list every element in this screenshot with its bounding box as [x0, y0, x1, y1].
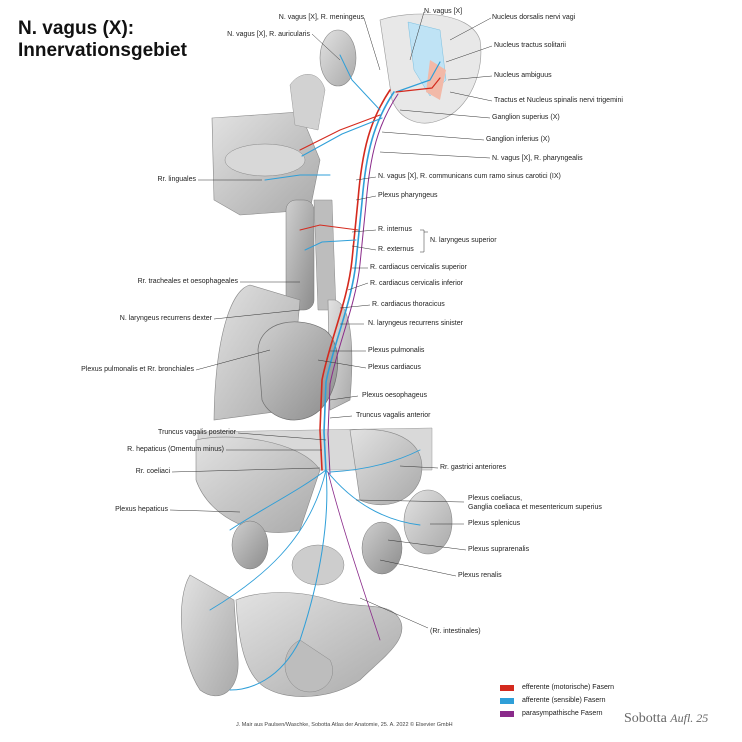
title-line-2: Innervationsgebiet	[18, 40, 187, 61]
label-plexus-renalis: Plexus renalis	[458, 572, 502, 579]
label-r-externus: R. externus	[378, 246, 414, 253]
label-r-auricularis: N. vagus [X], R. auricularis	[227, 31, 310, 38]
brainstem	[379, 13, 482, 124]
label-rr-coeliaci: Rr. coeliaci	[135, 468, 170, 475]
legend-swatch-efferent	[500, 685, 514, 691]
legend-swatch-afferent	[500, 698, 514, 704]
legend-swatch-parasympathetic	[500, 711, 514, 717]
label-plexus-pulmonalis: Plexus pulmonalis	[368, 347, 425, 354]
label-rr-linguales: Rr. linguales	[157, 176, 196, 183]
neck	[285, 199, 337, 311]
label-r-hepaticus: R. hepaticus (Omentum minus)	[127, 446, 224, 453]
label-rr-gastrici: Rr. gastrici anteriores	[440, 464, 507, 471]
label-truncus-anterior: Truncus vagalis anterior	[356, 412, 431, 419]
label-r-pharyngealis: N. vagus [X], R. pharyngealis	[492, 155, 583, 162]
label-tractus-trigemini: Tractus et Nucleus spinalis nervi trigem…	[494, 97, 623, 104]
label-rr-tracheales: Rr. tracheales et oesophageales	[137, 278, 238, 285]
label-card-cerv-inf: R. cardiacus cervicalis inferior	[370, 280, 463, 287]
label-recurrens-dexter: N. laryngeus recurrens dexter	[119, 315, 212, 322]
label-nucleus-dorsalis: Nucleus dorsalis nervi vagi	[492, 14, 576, 21]
label-r-meningeus: N. vagus [X], R. meningeus	[278, 14, 364, 21]
head	[211, 74, 326, 216]
abdomen-mid	[231, 520, 403, 586]
label-plexus-oesophageus: Plexus oesophageus	[362, 392, 427, 399]
label-plexus-cardiacus: Plexus cardiacus	[368, 364, 421, 371]
label-plexus-pharyngeus: Plexus pharyngeus	[378, 192, 438, 199]
heart	[257, 321, 338, 421]
label-pulmonalis-bronchiales: Plexus pulmonalis et Rr. bronchiales	[81, 366, 194, 373]
label-plexus-suprarenalis: Plexus suprarenalis	[468, 546, 530, 553]
intestines	[181, 574, 403, 697]
abdomen-upper	[195, 427, 453, 555]
legend-label-parasympathetic: parasympathische Fasern	[522, 710, 603, 717]
label-ganglion-inferius: Ganglion inferius (X)	[486, 136, 550, 143]
legend-label-afferent: afferente (sensible) Fasern	[522, 697, 606, 704]
brand-edition: Aufl. 25	[670, 711, 709, 725]
page-title: N. vagus (X): Innervationsgebiet	[18, 18, 187, 62]
label-nucleus-solitarii: Nucleus tractus solitarii	[494, 42, 566, 49]
label-plexus-hepaticus: Plexus hepaticus	[115, 506, 168, 513]
publisher-brand: Sobotta Aufl. 25	[624, 711, 708, 727]
label-nucleus-ambiguus: Nucleus ambiguus	[494, 72, 552, 79]
label-laryngeus-superior: N. laryngeus superior	[430, 237, 497, 244]
label-card-cerv-sup: R. cardiacus cervicalis superior	[370, 264, 467, 271]
title-line-1: N. vagus (X):	[18, 18, 135, 39]
label-card-thor: R. cardiacus thoracicus	[372, 301, 445, 308]
label-recurrens-sinister: N. laryngeus recurrens sinister	[368, 320, 463, 327]
label-plexus-coeliacus: Plexus coeliacus,	[468, 495, 523, 502]
label-plexus-splenicus: Plexus splenicus	[468, 520, 521, 527]
label-ganglion-superius: Ganglion superius (X)	[492, 114, 560, 121]
label-r-internus: R. internus	[378, 226, 412, 233]
label-rr-intestinales: (Rr. intestinales)	[430, 628, 481, 635]
brand-name: Sobotta	[624, 711, 667, 726]
source-credit: J. Mair aus Paulsen/Waschke, Sobotta Atl…	[236, 722, 453, 728]
legend-label-efferent: efferente (motorische) Fasern	[522, 684, 615, 691]
label-r-communicans: N. vagus [X], R. communicans cum ramo si…	[378, 173, 561, 180]
vagus-nerve-trunks	[209, 54, 441, 691]
label-truncus-posterior: Truncus vagalis posterior	[158, 429, 236, 436]
leader-lines	[169, 11, 493, 629]
label-ganglia-coeliaca: Ganglia coeliaca et mesentericum superiu…	[468, 504, 602, 511]
label-n-vagus: N. vagus [X]	[424, 8, 463, 15]
